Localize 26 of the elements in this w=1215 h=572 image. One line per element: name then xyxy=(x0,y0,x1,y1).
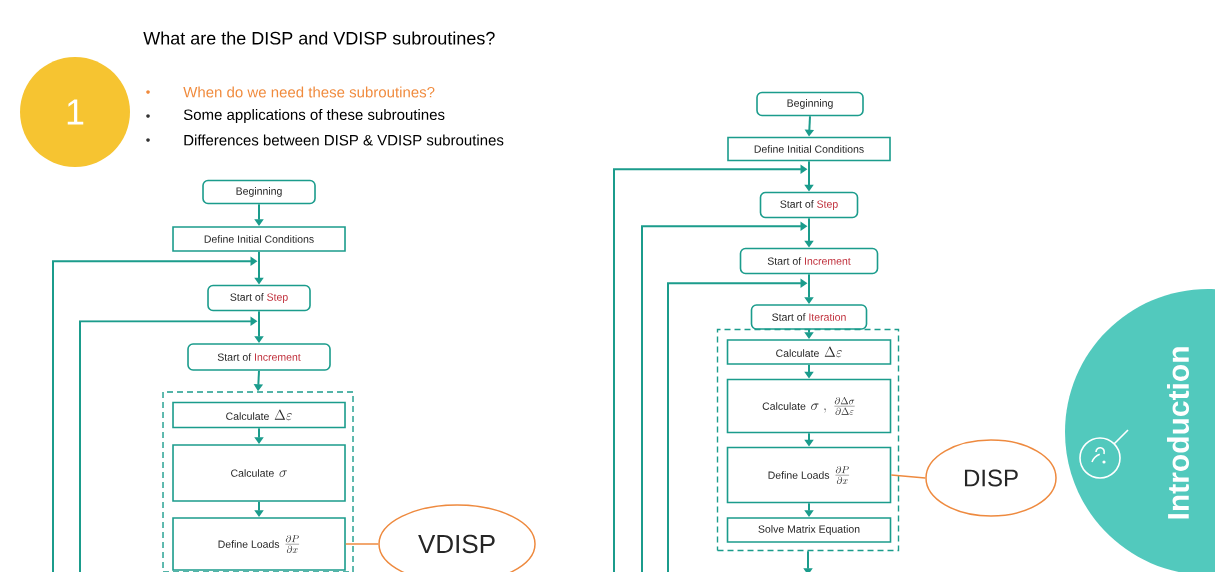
step-number: 1 xyxy=(67,99,84,125)
title: What are the DISP and VDISP subroutines? xyxy=(143,31,495,45)
process-box: Define Initial Conditions xyxy=(172,226,346,252)
process-box: Start of Step xyxy=(207,284,311,312)
process-box: Calculate $\sigma$ xyxy=(172,444,346,502)
dashed-group-box xyxy=(162,391,354,572)
process-box: Start of Increment xyxy=(187,343,331,371)
bullet-item: When do we need these subroutines? xyxy=(183,86,435,98)
process-box: Calculate $\Delta\varepsilon$ xyxy=(172,401,346,429)
process-box: Beginning xyxy=(756,91,864,117)
process-box: Define Initial Conditions xyxy=(727,136,891,162)
process-box: Start of Iteration xyxy=(750,304,868,330)
process-box: Start of Increment xyxy=(739,247,879,275)
connector-line xyxy=(345,543,379,545)
process-box: Beginning xyxy=(202,179,316,205)
bullet-item: Differences between DISP & VDISP subroutines xyxy=(184,134,504,146)
process-box: Calculate $\Delta\varepsilon$ xyxy=(726,339,892,365)
dashed-group-box xyxy=(716,328,900,552)
process-box: Solve Matrix Equation xyxy=(726,517,892,543)
process-box: Define Loads $\frac{\partial P}{\partial x}$ xyxy=(172,517,346,571)
section-title: Introduction xyxy=(1167,347,1189,519)
process-box: Start of Step xyxy=(759,191,859,219)
connector-line xyxy=(890,474,926,479)
bullet-item: Some applications of these subroutines xyxy=(183,109,445,123)
process-box: Define Loads $\frac{\partial P}{\partial x}$ xyxy=(726,446,892,504)
process-box: Calculate $\sigma\ ,\ \frac{\partial\Delta\sigma}{\partial\Delta\varepsilon}$ xyxy=(726,378,892,434)
